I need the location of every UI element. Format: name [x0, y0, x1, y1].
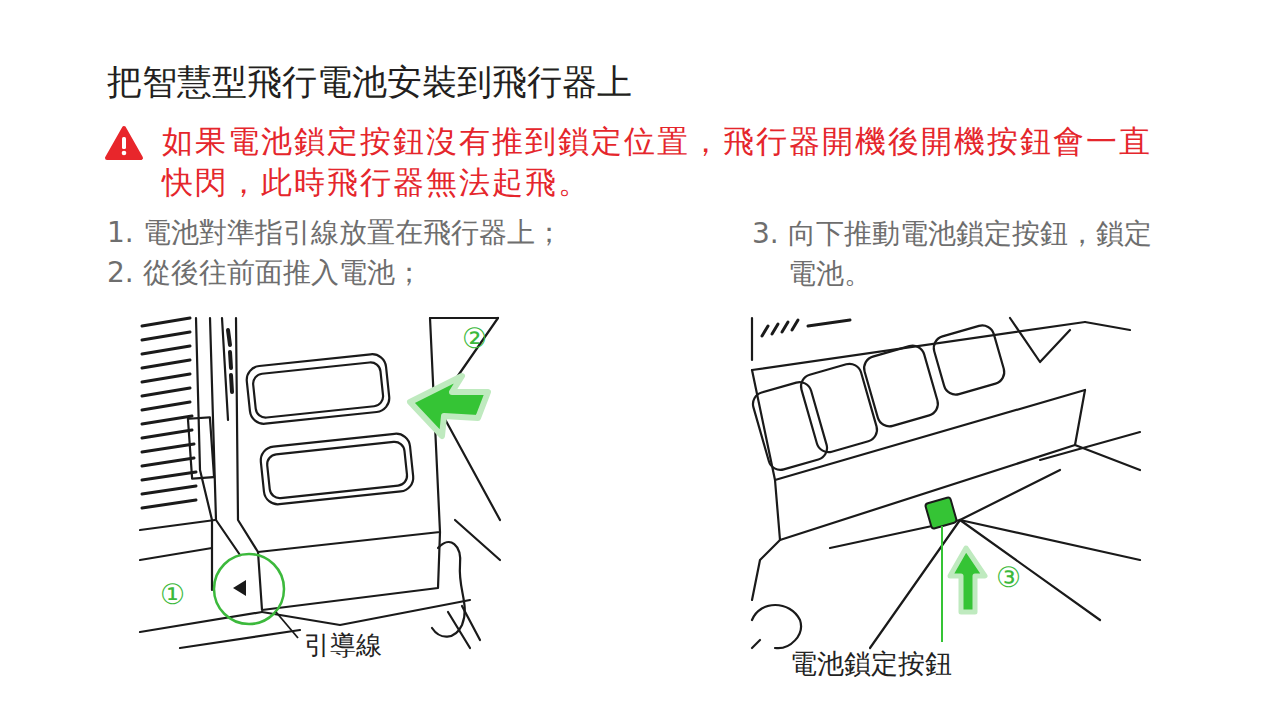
step-text: 2. 從後往前面推入電池； — [107, 254, 423, 292]
leader-line — [941, 526, 943, 642]
battery-insert-figure — [140, 318, 500, 648]
step-text: 1. 電池對準指引線放置在飛行器上； — [107, 214, 563, 252]
part-label: 電池鎖定按鈕 — [790, 646, 952, 682]
warning-text: 如果電池鎖定按鈕沒有推到鎖定位置，飛行器開機後開機按鈕會一直快閃，此時飛行器無法… — [162, 121, 1174, 203]
guide-mark — [233, 580, 246, 596]
part-label: 引導線 — [304, 628, 382, 662]
battery-lock-figure — [750, 318, 1140, 648]
warning-icon — [107, 128, 141, 158]
callout-number: ② — [462, 322, 487, 356]
callout-number: ③ — [996, 561, 1021, 595]
callout-number: ① — [160, 578, 185, 612]
step-text: 3. 向下推動電池鎖定按鈕，鎖定電池。 — [752, 214, 1162, 294]
push-arrow — [950, 548, 985, 612]
leader-line — [276, 612, 298, 638]
lock-button — [925, 497, 957, 529]
push-arrow — [410, 376, 488, 436]
page-title: 把智慧型飛行電池安裝到飛行器上 — [107, 58, 632, 106]
guide-circle — [214, 554, 284, 624]
